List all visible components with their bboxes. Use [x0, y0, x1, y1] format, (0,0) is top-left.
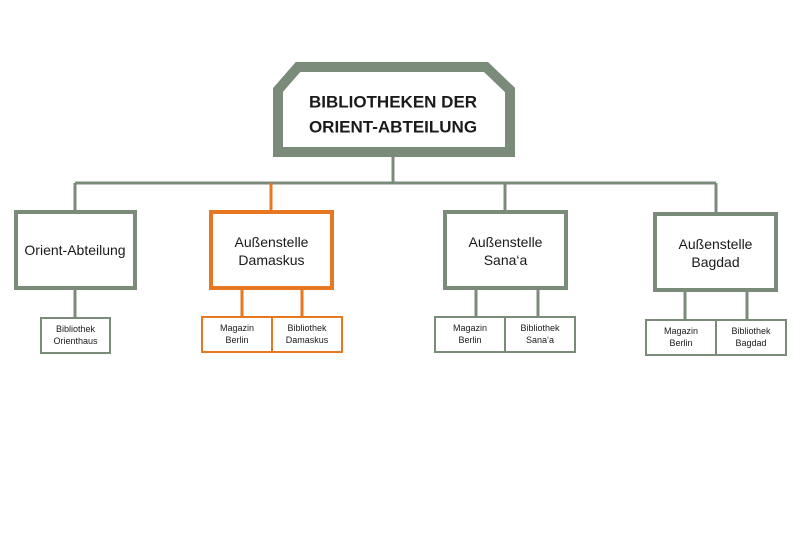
leaf-line2: Berlin [225, 335, 248, 345]
branch-box [653, 212, 778, 292]
leaf-bibliothek-damaskus: Bibliothek Damaskus [271, 316, 343, 353]
connector-lines [73, 157, 749, 320]
root-title-line2: ORIENT-ABTEILUNG [309, 118, 477, 137]
leaf-line1: Magazin [453, 323, 487, 333]
leaf-box [504, 316, 576, 353]
branch-title-line1: Außenstelle [469, 234, 543, 250]
leaf-line1: Bibliothek [287, 323, 327, 333]
leaf-line1: Bibliothek [56, 324, 96, 334]
leaf-line1: Magazin [220, 323, 254, 333]
branch-title-line2: Damaskus [238, 252, 304, 268]
leaf-bibliothek-sanaa: Bibliothek Sana‘a [504, 316, 576, 353]
root-octagon [273, 62, 515, 157]
leaf-magazin-berlin-bagdad: Magazin Berlin [645, 319, 717, 356]
branch-box [209, 210, 334, 290]
leaf-magazin-berlin-sanaa: Magazin Berlin [434, 316, 506, 353]
leaf-line1: Magazin [664, 326, 698, 336]
leaf-line2: Damaskus [286, 335, 329, 345]
branch-box [443, 210, 568, 290]
branch-title-line1: Außenstelle [235, 234, 309, 250]
leaf-line1: Bibliothek [520, 323, 560, 333]
leaf-bibliothek-orienthaus: Bibliothek Orienthaus [40, 317, 111, 354]
branch-title-line2: Sana‘a [484, 252, 528, 268]
leaf-box [40, 317, 111, 354]
leaf-line2: Orienthaus [53, 336, 98, 346]
branch-bagdad: Außenstelle Bagdad [653, 212, 778, 292]
leaf-box [715, 319, 787, 356]
leaf-bibliothek-bagdad: Bibliothek Bagdad [715, 319, 787, 356]
root-title-line1: BIBLIOTHEKEN DER [309, 93, 477, 112]
branch-title: Orient-Abteilung [24, 242, 125, 258]
leaf-magazin-berlin-damaskus: Magazin Berlin [201, 316, 273, 353]
leaf-box [271, 316, 343, 353]
branch-sanaa: Außenstelle Sana‘a [443, 210, 568, 290]
leaf-line2: Berlin [669, 338, 692, 348]
leaf-line1: Bibliothek [731, 326, 771, 336]
root-node: BIBLIOTHEKEN DER ORIENT-ABTEILUNG [273, 62, 515, 157]
branch-box [14, 210, 137, 290]
branch-damaskus: Außenstelle Damaskus [209, 210, 334, 290]
branch-orient-abteilung: Orient-Abteilung [14, 210, 137, 290]
leaf-line2: Bagdad [735, 338, 766, 348]
leaf-line2: Sana‘a [526, 335, 554, 345]
leaf-line2: Berlin [458, 335, 481, 345]
leaf-box [201, 316, 273, 353]
branch-title-line1: Außenstelle [679, 236, 753, 252]
branch-title-line2: Bagdad [691, 254, 739, 270]
